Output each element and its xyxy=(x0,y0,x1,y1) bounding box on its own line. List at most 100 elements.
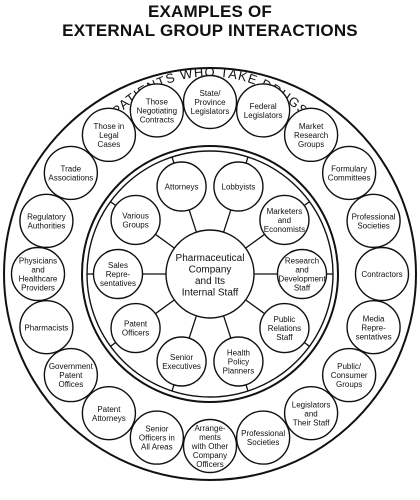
inner-attorneys-label: Attorneys xyxy=(165,183,199,192)
outer-public-consumer-bubble xyxy=(321,347,377,403)
inner-public-relations-label-line: Public xyxy=(274,315,296,324)
ring-connector xyxy=(171,156,175,164)
spoke-line xyxy=(188,209,198,233)
spoke-line xyxy=(245,299,265,315)
outer-media-reps-bubble xyxy=(346,299,401,355)
outer-negotiating-contracts-label-line: Negotiating xyxy=(137,107,177,116)
inner-sales-reps-bubble xyxy=(92,248,144,300)
spoke-line xyxy=(222,315,232,339)
outer-senior-officers-label-line: Senior xyxy=(145,425,168,434)
inner-sales-reps-label-line: Repre- xyxy=(106,270,131,279)
inner-senior-executives-label-line: Executives xyxy=(162,362,201,371)
outer-trade-associations-label-line: Associations xyxy=(48,174,93,183)
ring-connector xyxy=(245,156,249,164)
outer-legal-cases-bubble xyxy=(81,107,137,163)
inner-marketers-economists-label-line: Economists xyxy=(264,225,305,234)
outer-professional-societies-right-label-line: Societies xyxy=(357,221,389,230)
inner-senior-executives-label-line: Senior xyxy=(170,353,193,362)
ring-connector xyxy=(303,341,310,347)
outer-physicians-label-line: and xyxy=(31,266,44,275)
inner-patent-officers-label-line: Patent xyxy=(124,320,148,329)
outer-ring xyxy=(3,67,417,481)
outer-state-legislators-label-line: Legislators xyxy=(191,107,230,116)
inner-public-relations-bubble xyxy=(259,302,310,354)
inner-attorneys-node: Attorneys xyxy=(156,161,207,212)
inner-attorneys-label-line: Attorneys xyxy=(165,183,199,192)
inner-health-policy-label-line: Planners xyxy=(223,367,255,376)
diagram-title-line-2: EXTERNAL GROUP INTERACTIONS xyxy=(62,21,358,40)
inner-lobbyists-node: Lobbyists xyxy=(213,161,264,212)
outer-arrangements-label-line: Officers xyxy=(196,460,223,469)
outer-media-reps-label-line: Repre- xyxy=(361,323,386,332)
outer-market-research-bubble xyxy=(283,107,339,163)
outer-legislators-staff-label-line: Legislators xyxy=(292,400,331,409)
ring-connector xyxy=(110,201,117,207)
outer-pharmacists-label-line: Pharmacists xyxy=(24,323,68,332)
outer-federal-legislators-label-line: Legislators xyxy=(244,111,283,120)
outer-arrangements-bubble xyxy=(182,418,238,474)
outer-contractors-label: Contractors xyxy=(361,270,402,279)
outer-regulatory-label-line: Authorities xyxy=(28,221,66,230)
outer-physicians-bubble xyxy=(10,246,66,302)
outer-senior-officers-bubble xyxy=(129,410,185,465)
outer-senior-officers-label-line: All Areas xyxy=(141,443,173,452)
spoke-line xyxy=(155,299,175,315)
inner-attorneys-bubble xyxy=(156,161,207,212)
inner-health-policy-bubble xyxy=(213,336,264,387)
outer-formulary-committees-label-line: Formulary xyxy=(331,165,367,174)
outer-public-consumer-label-line: Consumer xyxy=(331,371,368,380)
outer-contractors-bubble xyxy=(354,246,410,302)
outer-arrangements-label-line: ments xyxy=(199,433,221,442)
outer-public-consumer-label-line: Groups xyxy=(336,380,362,389)
outer-negotiating-contracts-bubble xyxy=(129,83,185,138)
outer-govt-patent-offices-label-line: Government xyxy=(49,362,94,371)
outer-arrangements-label-line: Arrange- xyxy=(194,424,225,433)
outer-market-research-label-line: Market xyxy=(299,122,324,131)
inner-research-development-label-line: and xyxy=(295,266,308,275)
inner-marketers-economists-label-line: Marketers xyxy=(267,207,303,216)
inner-health-policy-label-line: Health xyxy=(227,349,250,358)
outer-physicians-label-line: Healthcare xyxy=(19,275,58,284)
center-label-line: Pharmaceutical xyxy=(176,253,245,264)
outer-govt-patent-offices-label-line: Patent xyxy=(59,371,83,380)
outer-regulatory-bubble xyxy=(19,193,74,249)
outer-govt-patent-offices-bubble xyxy=(43,347,99,403)
inner-various-groups-label-line: Various xyxy=(122,212,149,221)
inner-lobbyists-label: Lobbyists xyxy=(222,183,256,192)
ring-connector xyxy=(110,341,117,347)
ring-connector xyxy=(303,201,310,207)
outer-federal-legislators-bubble xyxy=(235,83,291,138)
outer-state-legislators-label-line: Province xyxy=(194,98,226,107)
